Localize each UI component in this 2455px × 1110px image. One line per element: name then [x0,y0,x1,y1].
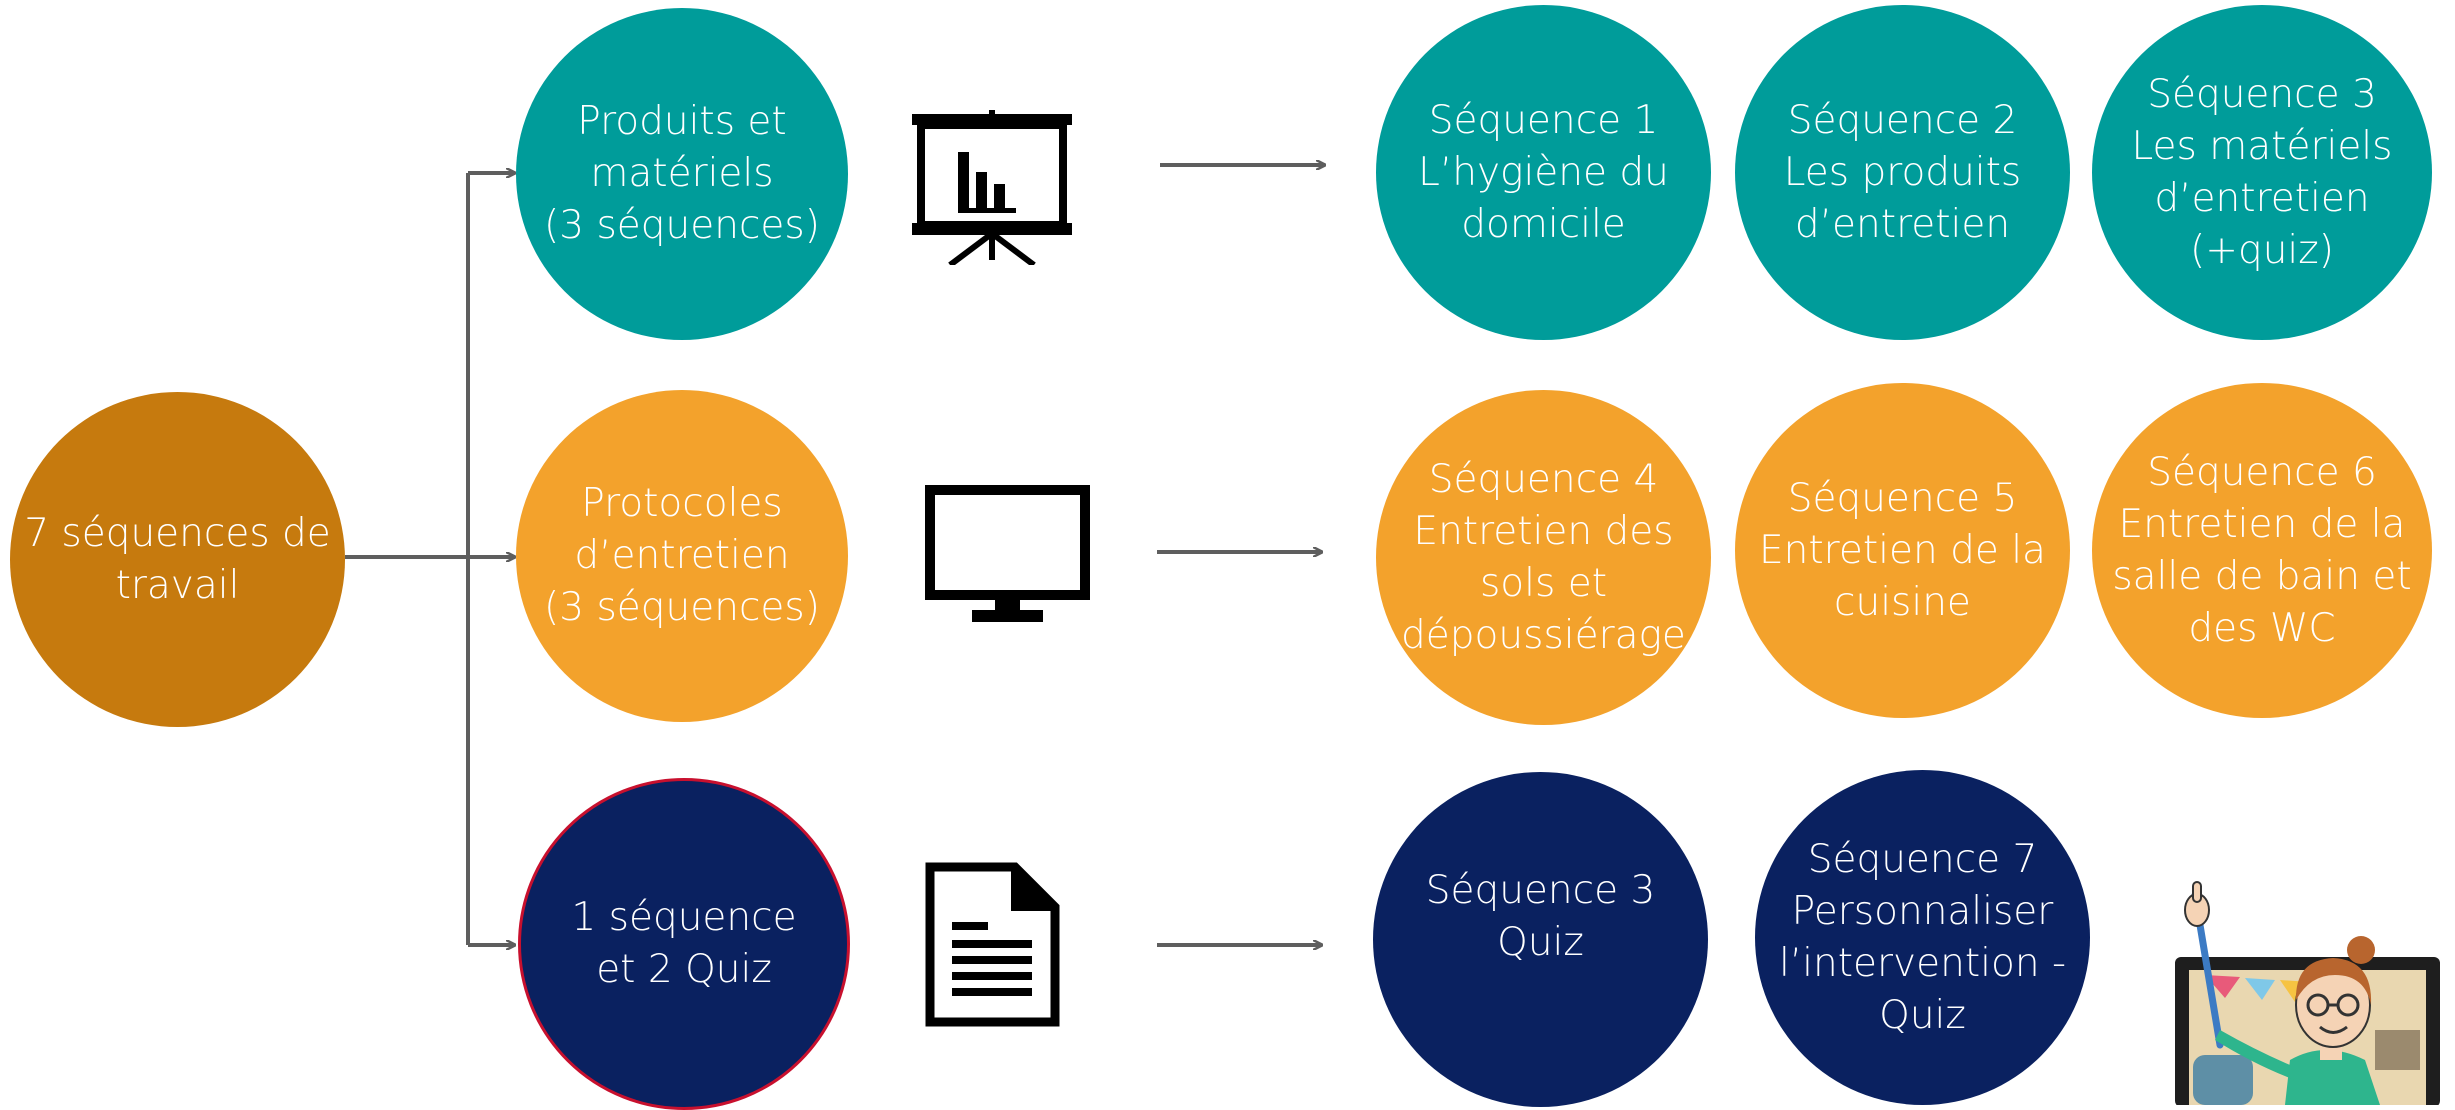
root-circle: 7 séquences de travail [10,392,345,727]
category-label-quiz: 1 séquence et 2 Quiz [571,895,797,992]
sequence-label-7: Séquence 7 Personnaliser l’intervention … [1778,836,2067,1038]
root-label: 7 séquences de travail [24,510,331,608]
category-circle-quiz: 1 séquence et 2 Quiz [518,778,850,1110]
sequence-circle-3: Séquence 3 Les matériels d’entretien (+q… [2092,5,2432,340]
category-circle-protocols: Protocoles d’entretien (3 séquences) [516,390,848,722]
sequence-label-6: Séquence 6 Entretien de la salle de bain… [2112,449,2412,651]
sequence-circle-quiz: Séquence 3 Quiz [1373,772,1708,1107]
sequence-circle-5: Séquence 5 Entretien de la cuisine [1735,383,2070,718]
sequence-label-1: Séquence 1 L’hygiène du domicile [1418,97,1669,247]
sequence-label-quiz: Séquence 3 Quiz [1425,868,1656,965]
category-circle-products: Produits et matériels (3 séquences) [516,8,848,340]
sequence-label-2: Séquence 2 Les produits d’entretien [1783,97,2022,247]
sequence-circle-1: Séquence 1 L’hygiène du domicile [1376,5,1711,340]
sequence-label-5: Séquence 5 Entretien de la cuisine [1759,475,2046,625]
category-label-products: Produits et matériels (3 séquences) [544,99,820,248]
sequence-label-4: Séquence 4 Entretien des sols et dépouss… [1401,456,1686,658]
presentation-chart-icon [912,110,1072,265]
sequence-circle-4: Séquence 4 Entretien des sols et dépouss… [1376,390,1711,725]
sequence-circle-2: Séquence 2 Les produits d’entretien [1735,5,2070,340]
document-icon [925,862,1060,1027]
category-label-protocols: Protocoles d’entretien (3 séquences) [544,481,820,630]
sequence-circle-7: Séquence 7 Personnaliser l’intervention … [1755,770,2090,1105]
sequence-label-3: Séquence 3 Les matériels d’entretien (+q… [2131,71,2393,273]
teacher-avatar-icon [2175,881,2440,1105]
sequence-circle-6: Séquence 6 Entretien de la salle de bain… [2092,383,2432,718]
monitor-icon [925,485,1090,622]
